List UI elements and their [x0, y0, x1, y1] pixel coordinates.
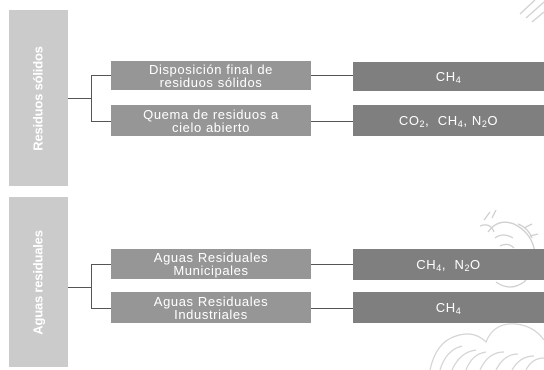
- connector-branch: [91, 75, 111, 76]
- decorative-cloud-shape: [429, 323, 544, 370]
- connector-branch: [91, 308, 111, 309]
- decorative-top-corner: [519, 0, 544, 23]
- gas-box-co2-ch4-n2o: CO2, CH4, N2O: [353, 105, 544, 136]
- source-box-aguas-municipales: Aguas Residuales Municipales: [111, 249, 311, 279]
- section-label-text: Aguas residuales: [31, 229, 46, 335]
- gas-box-ch4: CH4: [353, 292, 544, 323]
- connector-branch: [91, 264, 111, 265]
- gas-formula: CH4: [435, 300, 462, 316]
- gas-box-ch4: CH4: [353, 62, 544, 91]
- decorative-animal-figure: [479, 209, 539, 288]
- gas-formula: CH4, N2O: [416, 257, 481, 273]
- gas-formula: CO2, CH4, N2O: [398, 113, 499, 129]
- source-label-line2: Municipales: [173, 263, 249, 278]
- source-label-line2: cielo abierto: [172, 119, 250, 135]
- connector-vertical: [91, 264, 92, 309]
- connector-to-gas: [311, 75, 353, 76]
- section-label-text: Residuos sólidos: [31, 45, 46, 151]
- source-box-aguas-industriales: Aguas Residuales Industriales: [111, 292, 311, 323]
- source-label-line2: residuos sólidos: [159, 74, 263, 90]
- connector-stub: [68, 287, 92, 288]
- connector-stub: [68, 98, 92, 99]
- source-label-line1: Disposición final de: [148, 61, 273, 77]
- source-label-line1: Aguas Residuales: [153, 250, 269, 265]
- connector-branch: [91, 121, 111, 122]
- section-label-residuos-solidos: Residuos sólidos: [9, 10, 68, 186]
- source-label-line1: Quema de residuos a: [143, 106, 279, 122]
- source-box-quema-residuos: Quema de residuos a cielo abierto: [111, 105, 311, 136]
- gas-formula: CH4: [435, 69, 462, 85]
- section-label-aguas-residuales: Aguas residuales: [9, 197, 68, 367]
- gas-box-ch4-n2o: CH4, N2O: [353, 249, 544, 280]
- source-label-line2: Industriales: [174, 306, 248, 322]
- connector-vertical: [91, 75, 92, 122]
- source-label-line1: Aguas Residuales: [153, 293, 269, 309]
- connector-to-gas: [311, 264, 353, 265]
- connector-to-gas: [311, 121, 353, 122]
- connector-to-gas: [311, 308, 353, 309]
- source-box-disposicion-final: Disposición final de residuos sólidos: [111, 61, 311, 90]
